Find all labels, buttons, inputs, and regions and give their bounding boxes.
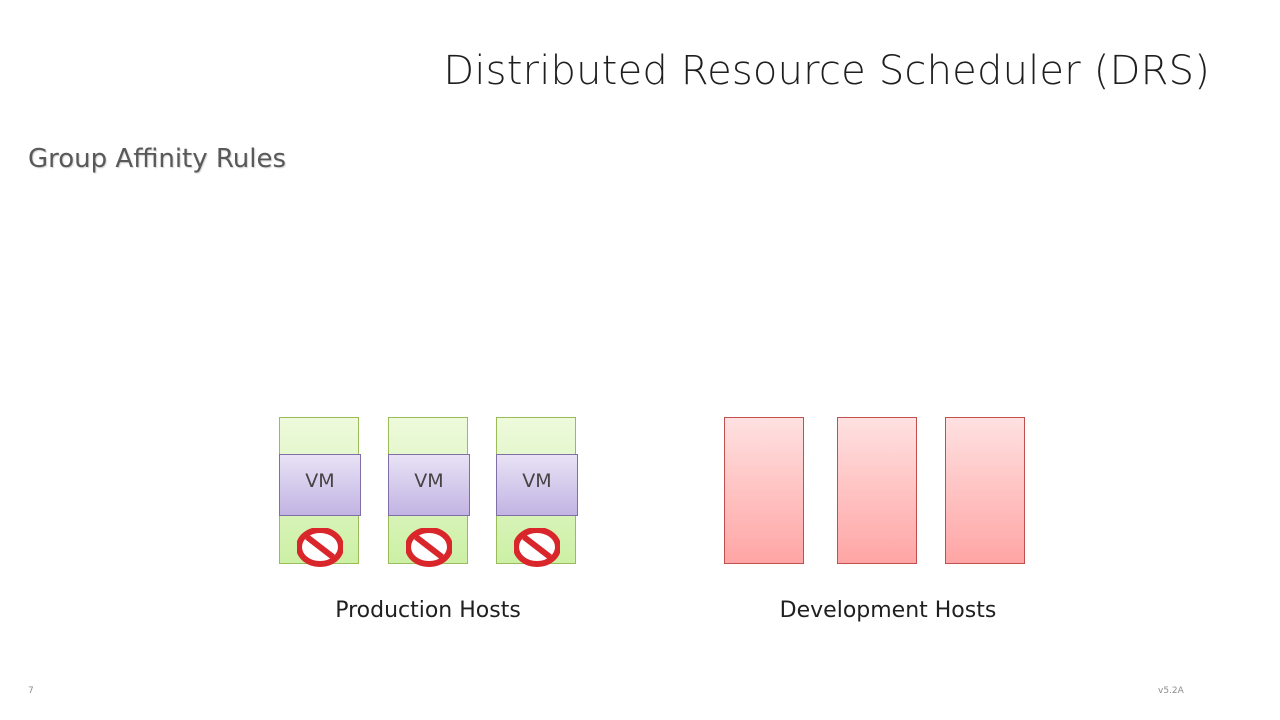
no-entry-icon	[297, 528, 343, 567]
development-host	[724, 417, 804, 564]
production-host: VM	[388, 417, 470, 567]
production-hosts-label: Production Hosts	[335, 598, 521, 623]
production-host: VM	[279, 417, 361, 567]
page-number: 7	[28, 686, 34, 696]
production-host: VM	[496, 417, 578, 567]
development-host	[837, 417, 917, 564]
slide-subtitle: Group Affinity Rules	[28, 144, 287, 174]
development-host	[945, 417, 1025, 564]
no-entry-icon	[514, 528, 560, 567]
vm-box: VM	[388, 454, 470, 516]
vm-box: VM	[496, 454, 578, 516]
no-entry-icon	[406, 528, 452, 567]
vm-box: VM	[279, 454, 361, 516]
development-hosts-label: Development Hosts	[779, 598, 997, 623]
version-label: v5.2A	[1158, 686, 1184, 696]
slide-title: Distributed Resource Scheduler (DRS)	[443, 48, 1210, 94]
